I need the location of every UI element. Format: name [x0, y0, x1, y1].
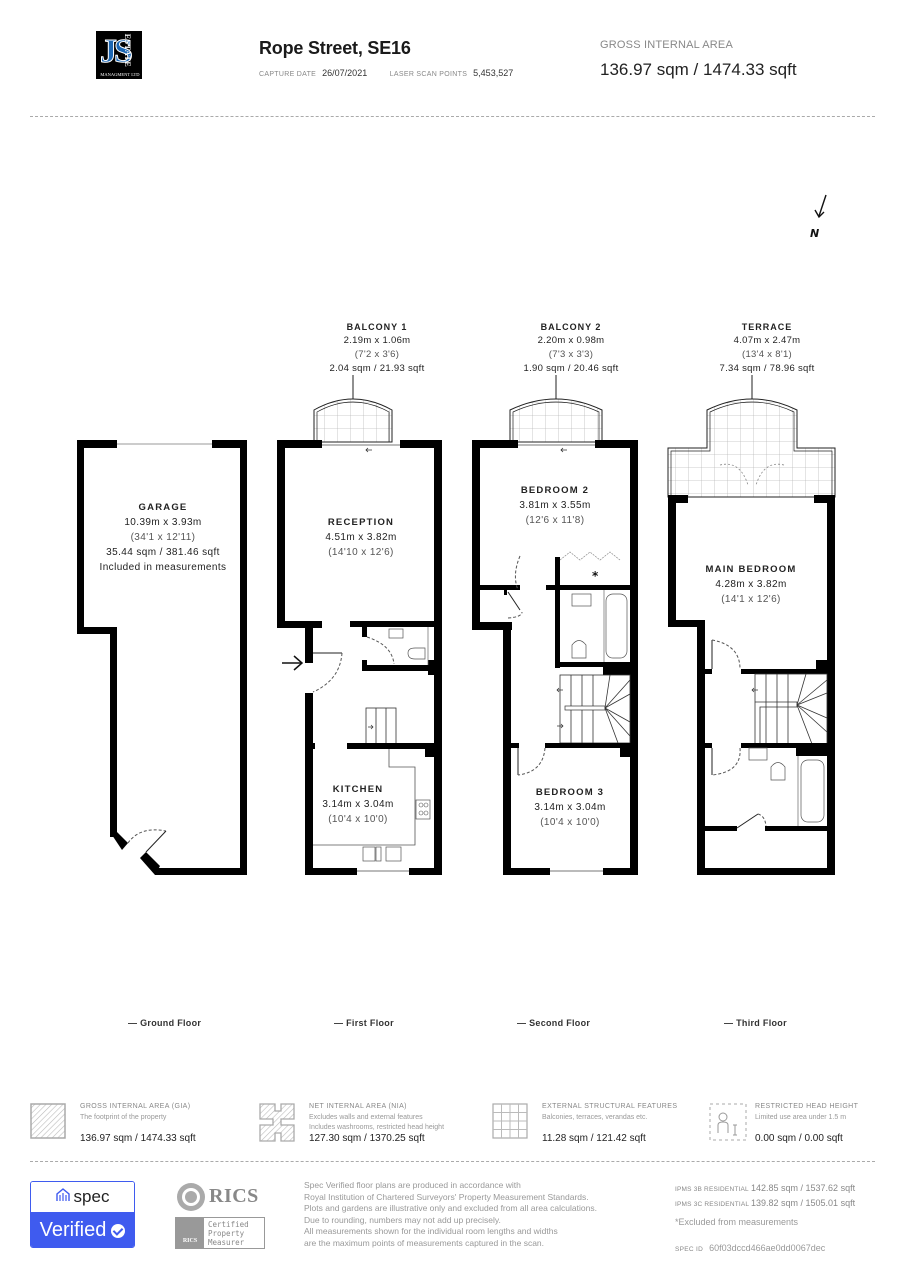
terrace-label: TERRACE 4.07m x 2.47m (13'4 x 8'1) 7.34 … [719, 322, 815, 374]
laser-scan-label: LASER SCAN POINTS [389, 71, 468, 78]
gia-header-label: GROSS INTERNAL AREA [600, 39, 733, 51]
laser-scan-points: 5,453,527 [473, 68, 514, 78]
rics-wordmark: RICS [209, 1185, 259, 1207]
check-circle-icon [111, 1223, 126, 1238]
legend-restricted-height: RESTRICTED HEAD HEIGHT Limited use area … [709, 1103, 889, 1145]
legend-nia: NET INTERNAL AREA (NIA) Excludes walls a… [259, 1103, 489, 1145]
capture-date-label: CAPTURE DATE [259, 71, 317, 78]
logo-bottom-text: MANAGMENT LTD [100, 72, 140, 77]
excluded-marker: * [592, 569, 599, 583]
footer-divider [30, 1161, 875, 1162]
disclaimer-text: Spec Verified floor plans are produced i… [304, 1180, 597, 1248]
company-logo: JS ESTATE MANAGMENT LTD [96, 31, 142, 79]
person-height-icon [709, 1103, 747, 1141]
capture-date: 26/07/2021 [322, 68, 368, 78]
ground-floor-plan [77, 440, 247, 875]
north-arrow-icon: N [805, 192, 835, 242]
third-floor-plan [667, 398, 836, 875]
first-floor-plan [277, 398, 442, 875]
floor-label-third: — Third Floor [724, 1018, 787, 1028]
room-label-main-bedroom: MAIN BEDROOM 4.28m x 3.82m (14'1 x 12'6) [705, 564, 797, 605]
spec-verified-badge: spec Verified [30, 1181, 135, 1248]
rics-logo: RICS RICS Certified Property Measurer [173, 1181, 268, 1251]
room-label-garage: GARAGE 10.39m x 3.93m (34'1 x 12'11) 35.… [99, 502, 227, 573]
spec-status: Verified [39, 1219, 107, 1241]
svg-text:N: N [810, 227, 819, 240]
legend-gia: GROSS INTERNAL AREA (GIA) The footprint … [30, 1103, 250, 1145]
floor-label-second: — Second Floor [517, 1018, 591, 1028]
room-label-reception: RECEPTION 4.51m x 3.82m (14'10 x 12'6) [325, 517, 397, 558]
floor-label-ground: — Ground Floor [128, 1018, 202, 1028]
logo-initials: JS [100, 33, 134, 71]
excluded-note: *Excluded from measurements [675, 1217, 799, 1227]
rics-certified-badge: RICS Certified Property Measurer [175, 1217, 265, 1249]
gia-header-value: 136.97 sqm / 1474.33 sqft [600, 60, 797, 79]
legend-external: EXTERNAL STRUCTURAL FEATURES Balconies, … [492, 1103, 692, 1145]
floor-label-first: — First Floor [334, 1018, 394, 1028]
capture-meta: CAPTURE DATE 26/07/2021 LASER SCAN POINTS… [259, 68, 533, 78]
rics-lion-icon [175, 1181, 207, 1218]
hatched-plan-icon [259, 1103, 295, 1142]
property-title: Rope Street, SE16 [259, 38, 411, 58]
spec-house-icon [55, 1187, 70, 1207]
balcony-1-label: BALCONY 1 2.19m x 1.06m (7'2 x 3'6) 2.04… [329, 322, 425, 374]
hatched-square-icon [30, 1103, 66, 1139]
grid-tiles-icon [492, 1103, 528, 1139]
header-divider [30, 116, 875, 117]
second-floor-plan: * [472, 398, 638, 875]
balcony-2-label: BALCONY 2 2.20m x 0.98m (7'3 x 3'3) 1.90… [523, 322, 619, 374]
room-label-bedroom-3: BEDROOM 3 3.14m x 3.04m (10'4 x 10'0) [534, 787, 606, 828]
room-label-kitchen: KITCHEN 3.14m x 3.04m (10'4 x 10'0) [322, 784, 394, 825]
spec-brand: spec [73, 1187, 110, 1206]
room-label-bedroom-2: BEDROOM 2 3.81m x 3.55m (12'6 x 11'8) [519, 485, 591, 526]
floor-plans-drawing: * [77, 375, 836, 875]
